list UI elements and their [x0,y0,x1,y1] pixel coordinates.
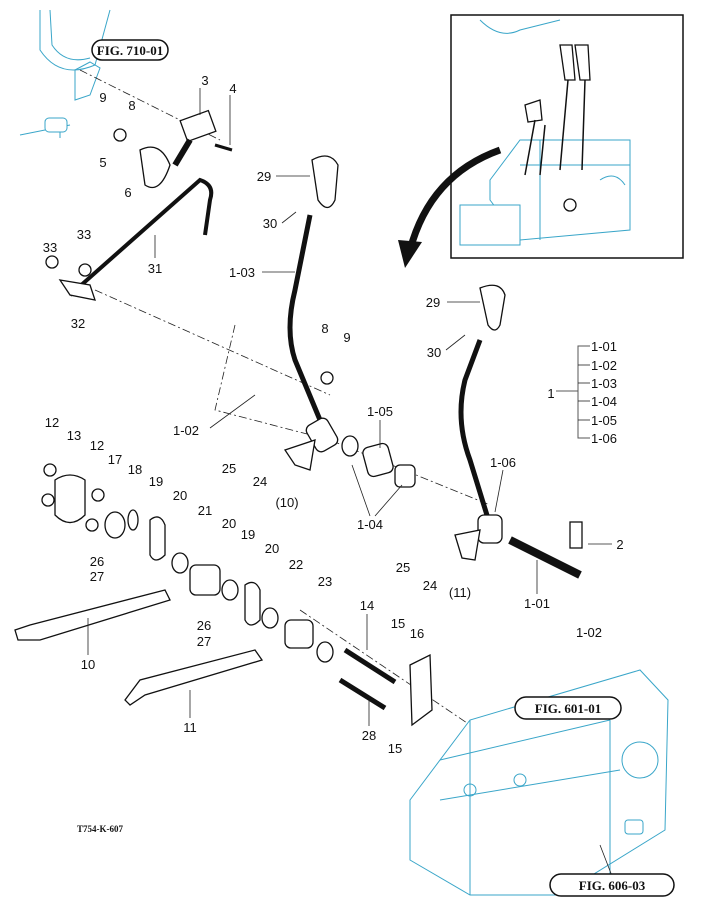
callout: 27 [90,569,104,584]
callout: 8 [321,321,328,336]
callout: 31 [148,261,162,276]
legend-item: 1-01 [591,339,617,354]
callout: 11 [183,720,197,735]
callout: 16 [410,626,424,641]
callout: 14 [360,598,374,613]
callout: 18 [128,462,142,477]
lower-linkage [14,463,433,727]
legend-item: 1-03 [591,376,617,391]
callout: 13 [67,428,81,443]
legend-item: 1-05 [591,413,617,428]
callout: 21 [198,503,212,518]
callout: 24 [423,578,437,593]
callout: (10) [275,495,298,510]
callout: 1-02 [173,423,199,438]
callout: 15 [391,616,405,631]
callout: 3 [201,73,208,88]
inset-overview [450,14,684,259]
callout: 29 [257,169,271,184]
lever-1-03 [283,155,339,471]
upper-linkage [44,109,233,301]
callout: 20 [265,541,279,556]
callout: 30 [263,216,277,231]
callout: 30 [427,345,441,360]
callout: 22 [289,557,303,572]
callout: 1-03 [229,265,255,280]
callout: (11) [449,585,471,600]
arrow-icon [398,240,422,268]
callout: 1-04 [357,517,383,532]
callout: 9 [99,90,106,105]
callout: 12 [45,415,59,430]
fig-ref-badge [549,873,675,897]
callout: 26 [90,554,104,569]
callout: 23 [318,574,332,589]
fig-ref-middle[interactable]: FIG. 601-01 [535,701,601,716]
callout: 32 [71,316,85,331]
bushings [341,435,416,488]
callout: 10 [81,657,95,672]
callout: 15 [388,741,402,756]
fig-ref-badge [514,696,622,720]
callout: 25 [396,560,410,575]
callout: 1-01 [524,596,550,611]
fig-ref-top[interactable]: FIG. 710-01 [97,43,163,58]
callout: 25 [222,461,236,476]
callout: 29 [426,295,440,310]
callout: 1-06 [490,455,516,470]
drawing-code: T754-K-607 [77,824,123,834]
callout: 9 [343,330,350,345]
fig-ref-bottom[interactable]: FIG. 606-03 [579,878,646,893]
lever-1-06 [454,284,583,579]
callout: 6 [124,185,131,200]
legend-item: 1-02 [591,358,617,373]
callout: 1-05 [367,404,393,419]
callout: 28 [362,728,376,743]
callout: 8 [128,98,135,113]
callout: 5 [99,155,106,170]
callout: 12 [90,438,104,453]
callout: 33 [43,240,57,255]
legend-parent: 1 [547,386,554,401]
callout: 17 [108,452,122,467]
legend-item: 1-04 [591,394,617,409]
fig-ref-badge [91,39,169,61]
leader-lines [87,88,613,877]
callout: 26 [197,618,211,633]
callout-labels: FIG. 710-01 FIG. 601-01 FIG. 606-03 T754… [43,39,675,897]
callout: 20 [222,516,236,531]
legend-item: 1-06 [591,431,617,446]
callout: 2 [616,537,623,552]
transmission-housing [409,669,669,896]
callout: 19 [149,474,163,489]
callout: 27 [197,634,211,649]
callout: 24 [253,474,267,489]
callout: 20 [173,488,187,503]
callout: 1-02 [576,625,602,640]
callout: 19 [241,527,255,542]
callout: 33 [77,227,91,242]
callout: 4 [229,81,236,96]
